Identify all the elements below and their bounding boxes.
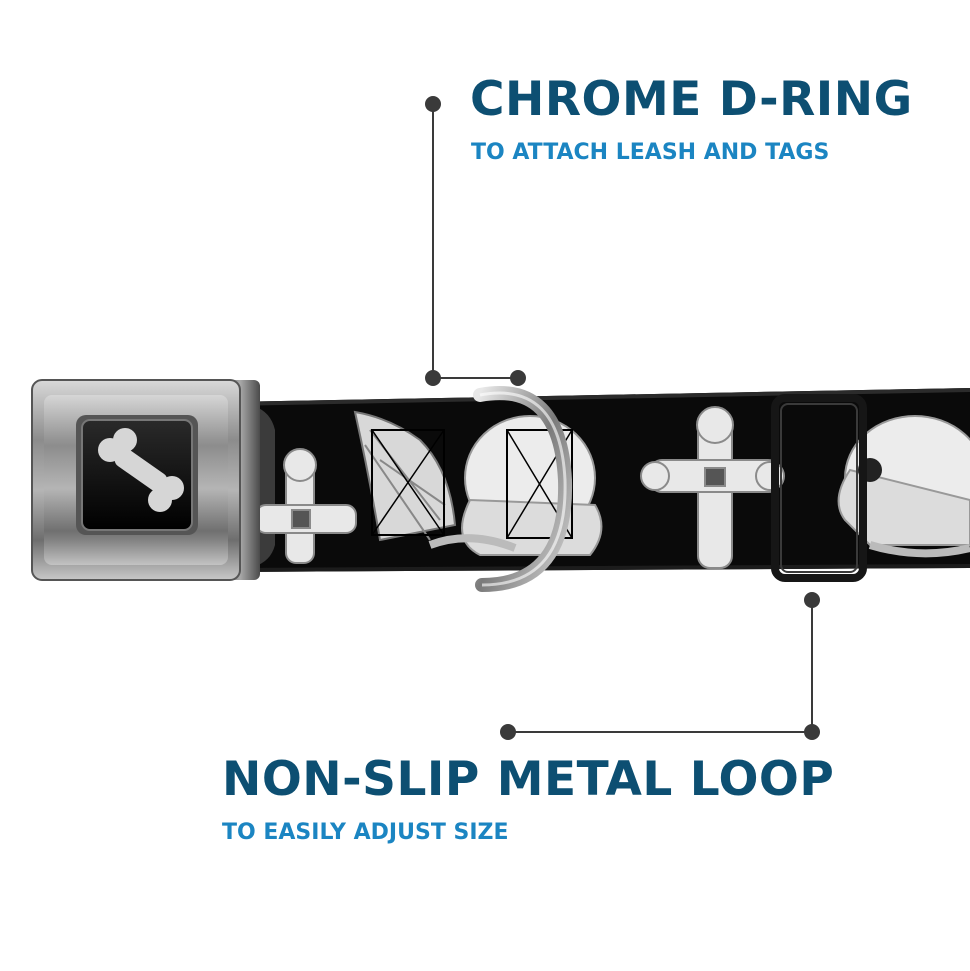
loop-anchor-dot <box>804 724 820 740</box>
d-ring-subtitle: TO ATTACH LEASH AND TAGS <box>471 140 830 165</box>
wing-icon <box>353 410 457 542</box>
metal-loop-subtitle: TO EASILY ADJUST SIZE <box>222 820 509 845</box>
dring-anchor-dot <box>510 370 526 386</box>
leader-lines <box>425 96 820 740</box>
loop-callout-dot <box>500 724 516 740</box>
buckle <box>31 379 260 581</box>
metal-loop-title: NON-SLIP METAL LOOP <box>222 752 835 807</box>
cross-icon <box>255 448 357 564</box>
d-ring <box>473 386 573 592</box>
metal-loop <box>771 394 867 582</box>
loop-callout-line <box>508 600 813 733</box>
d-ring-title: CHROME D-RING <box>470 72 913 127</box>
bone-icon <box>98 428 184 512</box>
dring-anchor-dot <box>425 370 441 386</box>
